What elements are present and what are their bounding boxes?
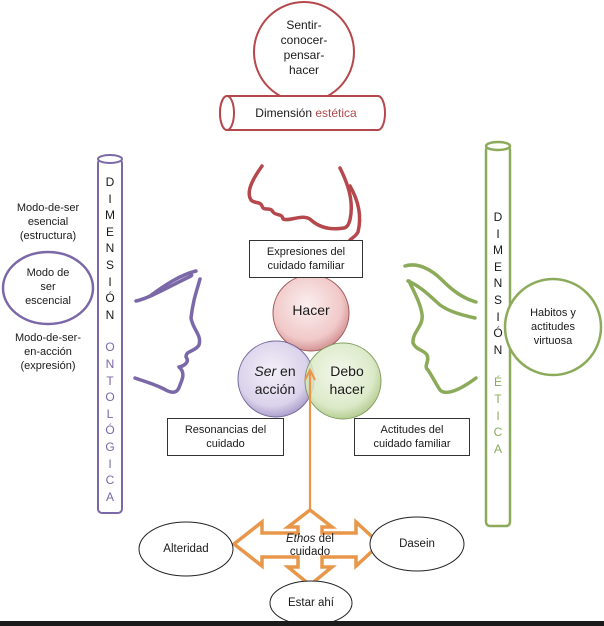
letter: M	[105, 208, 115, 223]
ser-en-accion-label: Ser en acción	[238, 362, 312, 398]
letter: E	[493, 259, 502, 274]
letter: É	[493, 375, 502, 390]
letter: I	[108, 191, 112, 206]
text-line: pensar-	[283, 48, 325, 62]
ser-italic: Ser	[254, 363, 277, 379]
letter: N	[493, 276, 503, 291]
letter: I	[496, 226, 500, 241]
text-line: cuidado familiar	[373, 438, 451, 450]
text-line: Modo de	[26, 267, 70, 279]
letter: O	[105, 390, 115, 405]
letter: D	[493, 210, 503, 224]
letter: A	[493, 441, 502, 456]
letter: I	[108, 274, 112, 289]
text-line: ser	[40, 281, 56, 293]
text-line: conocer-	[280, 33, 328, 47]
letter: T	[494, 391, 502, 406]
ethos-label: Ethos del cuidado	[270, 533, 350, 559]
letter: S	[493, 292, 502, 307]
text-line: Ser en	[238, 362, 312, 380]
text-line: cuidado	[289, 546, 331, 558]
text-line: cuidado	[206, 438, 245, 450]
top-circle-text: Sentir- conocer- pensar- hacer	[264, 18, 344, 78]
estetica-profile-icon	[247, 164, 362, 242]
estar-ahi-label: Estar ahí	[287, 597, 335, 609]
letter: C	[105, 473, 115, 488]
letter: Ó	[493, 326, 503, 341]
resonancias-box: Resonancias del cuidado	[167, 418, 284, 456]
letter: I	[108, 456, 112, 471]
alteridad-ellipse	[138, 521, 234, 577]
letter: Ó	[105, 423, 115, 438]
modo-accion-label: Modo-de-ser- en-acción (expresión)	[0, 331, 96, 373]
bottom-border	[0, 621, 604, 626]
text-line: (estructura)	[19, 230, 77, 242]
text-line: Debo	[330, 363, 364, 379]
text-line: Sentir-	[286, 18, 322, 32]
text-line: Resonancias del	[184, 424, 267, 436]
letter: Ó	[105, 291, 115, 306]
letter: T	[106, 373, 114, 388]
text-line: hacer	[288, 63, 320, 77]
letter: A	[105, 489, 114, 504]
ethos-italic: Ethos	[286, 533, 316, 545]
text-line: en-acción	[24, 346, 72, 358]
modo-de-ser-ellipse-text: Modo de ser escencial	[8, 266, 88, 308]
letter: E	[105, 224, 114, 239]
text-line: Modo-de-ser	[16, 202, 80, 214]
expresiones-box: Expresiones del cuidado familiar	[249, 240, 363, 278]
text-line: Habitos y	[530, 307, 576, 319]
dimension-word: Dimensión	[255, 106, 312, 120]
alteridad-label: Alteridad	[163, 543, 209, 555]
modo-de-ser-ellipse	[1, 250, 95, 326]
dasein-label: Dasein	[399, 538, 435, 550]
letter: N	[105, 356, 115, 371]
dasein-ellipse	[369, 516, 465, 572]
text-line: Expresiones del	[266, 246, 346, 258]
text-line: esencial	[27, 216, 69, 228]
text-line: acción	[254, 381, 296, 397]
letter: N	[105, 307, 115, 322]
estetica-cylinder	[219, 95, 386, 131]
hacer-label: Hacer	[292, 302, 330, 318]
letter: N	[493, 342, 503, 357]
text-line: hacer	[329, 381, 365, 397]
debo-hacer-label: Debo hacer	[317, 362, 377, 398]
text-line: Actitudes del	[380, 424, 444, 436]
ethos-rest: del	[315, 533, 334, 545]
text-line: (expresión)	[20, 360, 76, 372]
ser-rest: en	[276, 363, 296, 379]
letter: S	[105, 257, 114, 272]
letter: L	[106, 406, 114, 421]
letter: M	[493, 243, 503, 258]
etica-profile-icon	[403, 263, 478, 395]
actitudes-box: Actitudes del cuidado familiar	[354, 418, 470, 456]
modo-esencial-label: Modo-de-ser esencial (estructura)	[0, 201, 96, 243]
estetica-word: estética	[315, 106, 357, 120]
etica-pillar-text: D I M E N S I Ó N É T I C A	[488, 209, 508, 457]
ethos-connector	[304, 367, 316, 518]
text-line: actitudes	[530, 321, 576, 333]
letter: I	[496, 309, 500, 324]
text-line: Modo-de-ser-	[14, 332, 82, 344]
letter: I	[496, 408, 500, 423]
habitos-circle-text: Habitos y actitudes virtuosa	[513, 306, 593, 348]
letter: D	[105, 175, 115, 189]
ontologica-pillar	[97, 154, 123, 514]
ontologica-profile-icon	[133, 269, 202, 394]
letter: O	[105, 340, 115, 355]
ontologica-pillar-text: D I M E N S I Ó N O N T O L Ó G I C A	[100, 174, 120, 505]
text-line: escencial	[25, 295, 71, 307]
dimension-estetica-label: Dimensión estética	[234, 106, 378, 120]
text-line: Ethos del	[270, 533, 350, 546]
letter: G	[105, 439, 115, 454]
habitos-circle	[503, 277, 603, 377]
text-line: cuidado familiar	[267, 260, 345, 272]
letter: N	[105, 241, 115, 256]
letter: C	[493, 425, 503, 440]
debo-hacer-circle	[304, 342, 382, 420]
text-line: virtuosa	[533, 335, 573, 347]
